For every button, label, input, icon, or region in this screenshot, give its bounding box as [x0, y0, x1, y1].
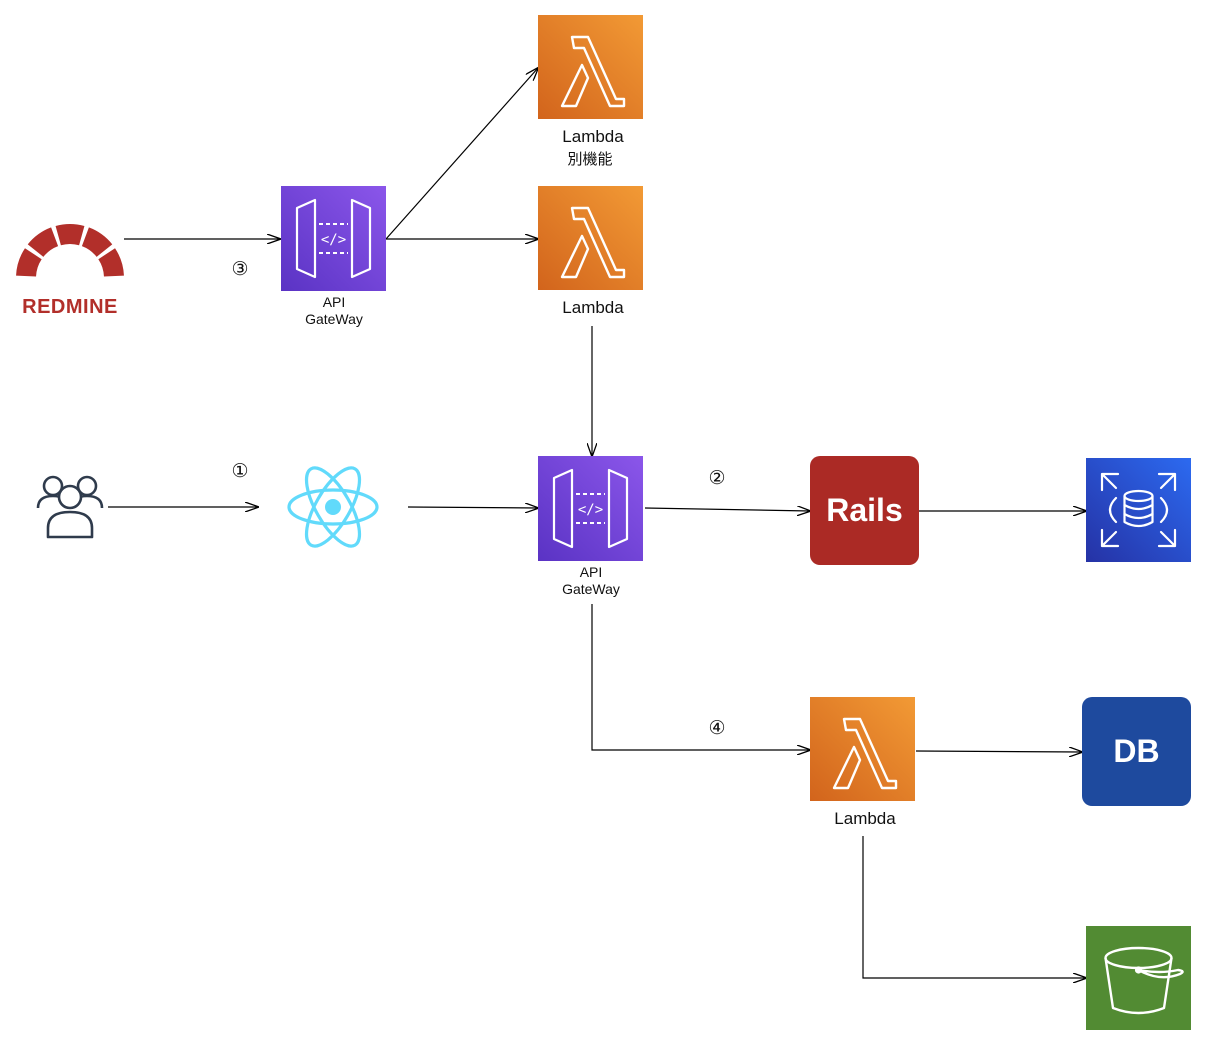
- api-gateway-top-label-line2: GateWay: [305, 311, 363, 327]
- arrow-lambda-bottom-to-s3: [862, 836, 1086, 978]
- redmine-arc-segment: [55, 224, 85, 246]
- redmine-arc-segment: [16, 248, 42, 277]
- arrow-lambda-bottom-to-db: [915, 751, 1082, 752]
- api-gateway-icon: </>: [538, 456, 643, 561]
- api-gateway-main-label: API GateWay: [540, 564, 642, 598]
- api-gateway-top-label: API GateWay: [283, 294, 385, 328]
- api-gateway-main-label-line2: GateWay: [562, 581, 620, 597]
- api-gateway-icon: </>: [281, 186, 386, 291]
- lambda-other-label: Lambda: [562, 127, 624, 146]
- svg-text:</>: </>: [578, 502, 603, 518]
- arrow-react-to-api-main: [407, 507, 538, 508]
- step-4-label: ④: [708, 718, 726, 739]
- redmine-logo-icon: [16, 224, 124, 277]
- db-label: DB: [1113, 733, 1160, 769]
- lambda-bottom-label: Lambda: [834, 809, 896, 828]
- redmine-arc-segment: [81, 227, 113, 257]
- rds-database-icon: [1086, 458, 1191, 562]
- lambda-other-sublabel: 別機能: [567, 151, 613, 168]
- db-tile: [1082, 697, 1191, 806]
- arrow-api-to-lambda-other: [385, 68, 538, 240]
- redmine-arc-segment: [27, 227, 59, 257]
- svg-text:</>: </>: [321, 232, 346, 248]
- lambda-top-label: Lambda: [562, 298, 624, 317]
- connectors: [108, 68, 1086, 978]
- lambda-icon: [538, 186, 643, 290]
- api-gateway-main-label-line1: API: [579, 564, 603, 580]
- api-gateway-top-label-line1: API: [322, 294, 346, 310]
- step-1-label: ①: [231, 461, 249, 482]
- users-icon: [36, 475, 104, 539]
- lambda-icon: [538, 15, 643, 119]
- redmine-label: REDMINE: [22, 296, 118, 318]
- rails-label: Rails: [826, 492, 903, 528]
- rails-tile: [810, 456, 919, 565]
- react-icon: [287, 466, 379, 548]
- redmine-arc-segment: [98, 248, 124, 277]
- s3-bucket-icon: [1086, 926, 1191, 1030]
- step-3-label: ③: [231, 259, 249, 280]
- arrow-api-main-to-rails: [644, 508, 810, 511]
- step-2-label: ②: [708, 468, 726, 489]
- lambda-icon: [810, 697, 915, 801]
- arrow-api-main-to-lambda-bottom: [591, 604, 810, 750]
